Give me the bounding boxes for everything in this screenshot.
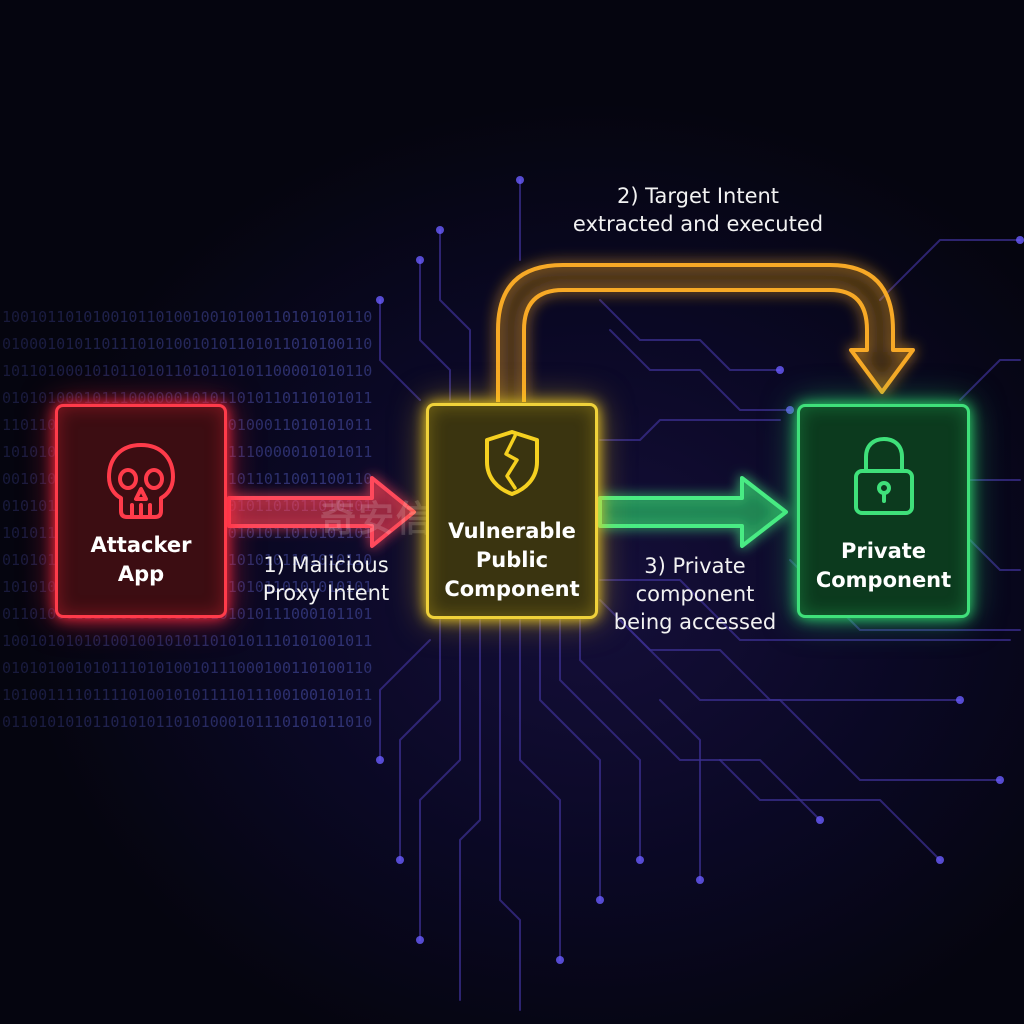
circuit-trace <box>719 759 941 861</box>
label-line: Attacker <box>90 533 192 557</box>
step3-arrow <box>598 476 788 548</box>
label-line: Vulnerable <box>448 519 576 543</box>
circuit-node <box>816 816 824 824</box>
circuit-node <box>516 176 524 184</box>
circuit-trace <box>379 639 431 761</box>
circuit-trace <box>539 619 601 901</box>
circuit-trace <box>599 299 781 371</box>
circuit-node <box>416 936 424 944</box>
circuit-trace <box>619 619 1001 781</box>
label-line: being accessed <box>613 610 777 634</box>
circuit-node <box>376 296 384 304</box>
label-line: App <box>117 562 165 586</box>
binary-row: 1001011010100101101001001010011010101011… <box>2 308 372 326</box>
binary-row: 1001010101010010010101101010111010100101… <box>2 632 372 650</box>
circuit-node <box>956 696 964 704</box>
circuit-node <box>376 756 384 764</box>
label-line: Component <box>444 577 580 601</box>
circuit-node <box>416 256 424 264</box>
circuit-trace <box>599 419 781 441</box>
label-line: Private <box>840 539 927 563</box>
padlock-icon <box>853 437 914 515</box>
circuit-node <box>436 226 444 234</box>
circuit-node <box>1016 236 1024 244</box>
circuit-trace <box>419 259 451 401</box>
circuit-trace <box>879 239 1021 301</box>
label-line: component <box>635 582 755 606</box>
circuit-node <box>996 776 1004 784</box>
step2-label: 2) Target Intent extracted and executed <box>548 182 848 238</box>
circuit-node <box>696 876 704 884</box>
circuit-node <box>396 856 404 864</box>
circuit-trace <box>379 299 421 401</box>
label-line: 3) Private <box>644 554 746 578</box>
private-component-node: Private Component <box>797 404 970 618</box>
circuit-trace <box>659 699 701 881</box>
label-line: 1) Malicious <box>263 553 389 577</box>
label-line: Component <box>815 568 952 592</box>
label-line: extracted and executed <box>572 212 824 236</box>
private-component-label: Private Component <box>800 537 967 595</box>
attacker-app-label: Attacker App <box>58 531 224 589</box>
binary-row: 0101010001011100000010101101011011010101… <box>2 389 372 407</box>
circuit-node <box>596 896 604 904</box>
vulnerable-component-label: Vulnerable Public Component <box>429 517 595 604</box>
circuit-traces <box>376 176 1024 1011</box>
vulnerable-component-node: Vulnerable Public Component <box>426 403 598 619</box>
circuit-trace <box>519 619 561 961</box>
circuit-node <box>776 366 784 374</box>
binary-row: 0100010101101110101001010110101101010011… <box>2 335 372 353</box>
attacker-app-node: Attacker App <box>55 404 227 618</box>
circuit-trace <box>499 619 521 1011</box>
circuit-trace <box>419 619 461 941</box>
circuit-trace <box>579 619 821 821</box>
circuit-trace <box>959 359 1021 401</box>
circuit-trace <box>399 619 441 861</box>
label-line: 2) Target Intent <box>616 184 780 208</box>
circuit-trace <box>439 229 471 401</box>
skull-icon <box>107 443 175 519</box>
binary-row: 0110101010110101011010100010111010101101… <box>2 713 372 731</box>
circuit-trace <box>559 619 641 861</box>
circuit-node <box>936 856 944 864</box>
step1-arrow <box>227 476 416 548</box>
label-line: Public <box>475 548 549 572</box>
label-line: Proxy Intent <box>262 581 390 605</box>
circuit-trace <box>969 539 1021 571</box>
broken-shield-icon <box>485 430 539 496</box>
binary-row: 1011010001010110101101011010110000101011… <box>2 362 372 380</box>
circuit-node <box>556 956 564 964</box>
circuit-trace <box>459 619 481 1001</box>
circuit-node <box>636 856 644 864</box>
step1-label: 1) Malicious Proxy Intent <box>240 551 412 607</box>
binary-row: 1010011110111101001010111101110010010101… <box>2 686 372 704</box>
step2-arrow <box>496 263 915 402</box>
circuit-node <box>786 406 794 414</box>
circuit-trace <box>609 329 791 411</box>
circuit-trace <box>599 579 1011 641</box>
step3-label: 3) Private component being accessed <box>600 552 790 636</box>
binary-row: 0101010010101110101001011100010011010011… <box>2 659 372 677</box>
